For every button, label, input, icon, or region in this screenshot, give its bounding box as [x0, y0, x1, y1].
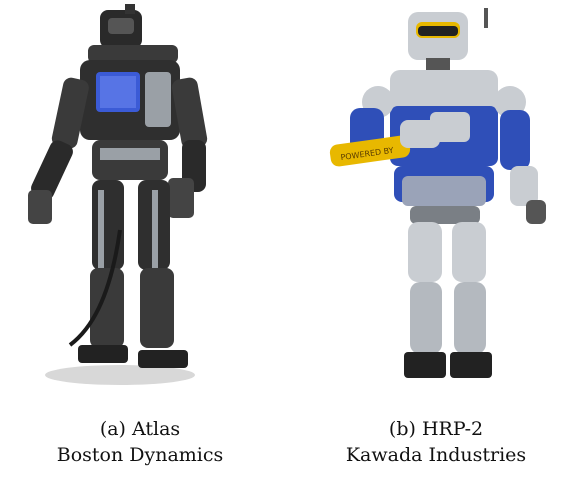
atlas-robot-image	[28, 4, 208, 385]
caption-atlas: (a) Atlas Boston Dynamics	[20, 416, 260, 468]
caption-maker: Boston Dynamics	[56, 444, 224, 466]
figure-atlas: (a) Atlas Boston Dynamics	[20, 4, 260, 468]
caption-hrp2: (b) HRP-2 Kawada Industries	[316, 416, 556, 468]
caption-maker: Kawada Industries	[345, 444, 527, 466]
figure-hrp2: POWERED BY (b) HRP-2 Kawada Industries	[290, 0, 568, 483]
caption-label: (a) Atlas	[99, 418, 181, 440]
caption-label: (b) HRP-2	[388, 418, 484, 440]
hrp2-robot-image: POWERED BY	[329, 8, 546, 378]
